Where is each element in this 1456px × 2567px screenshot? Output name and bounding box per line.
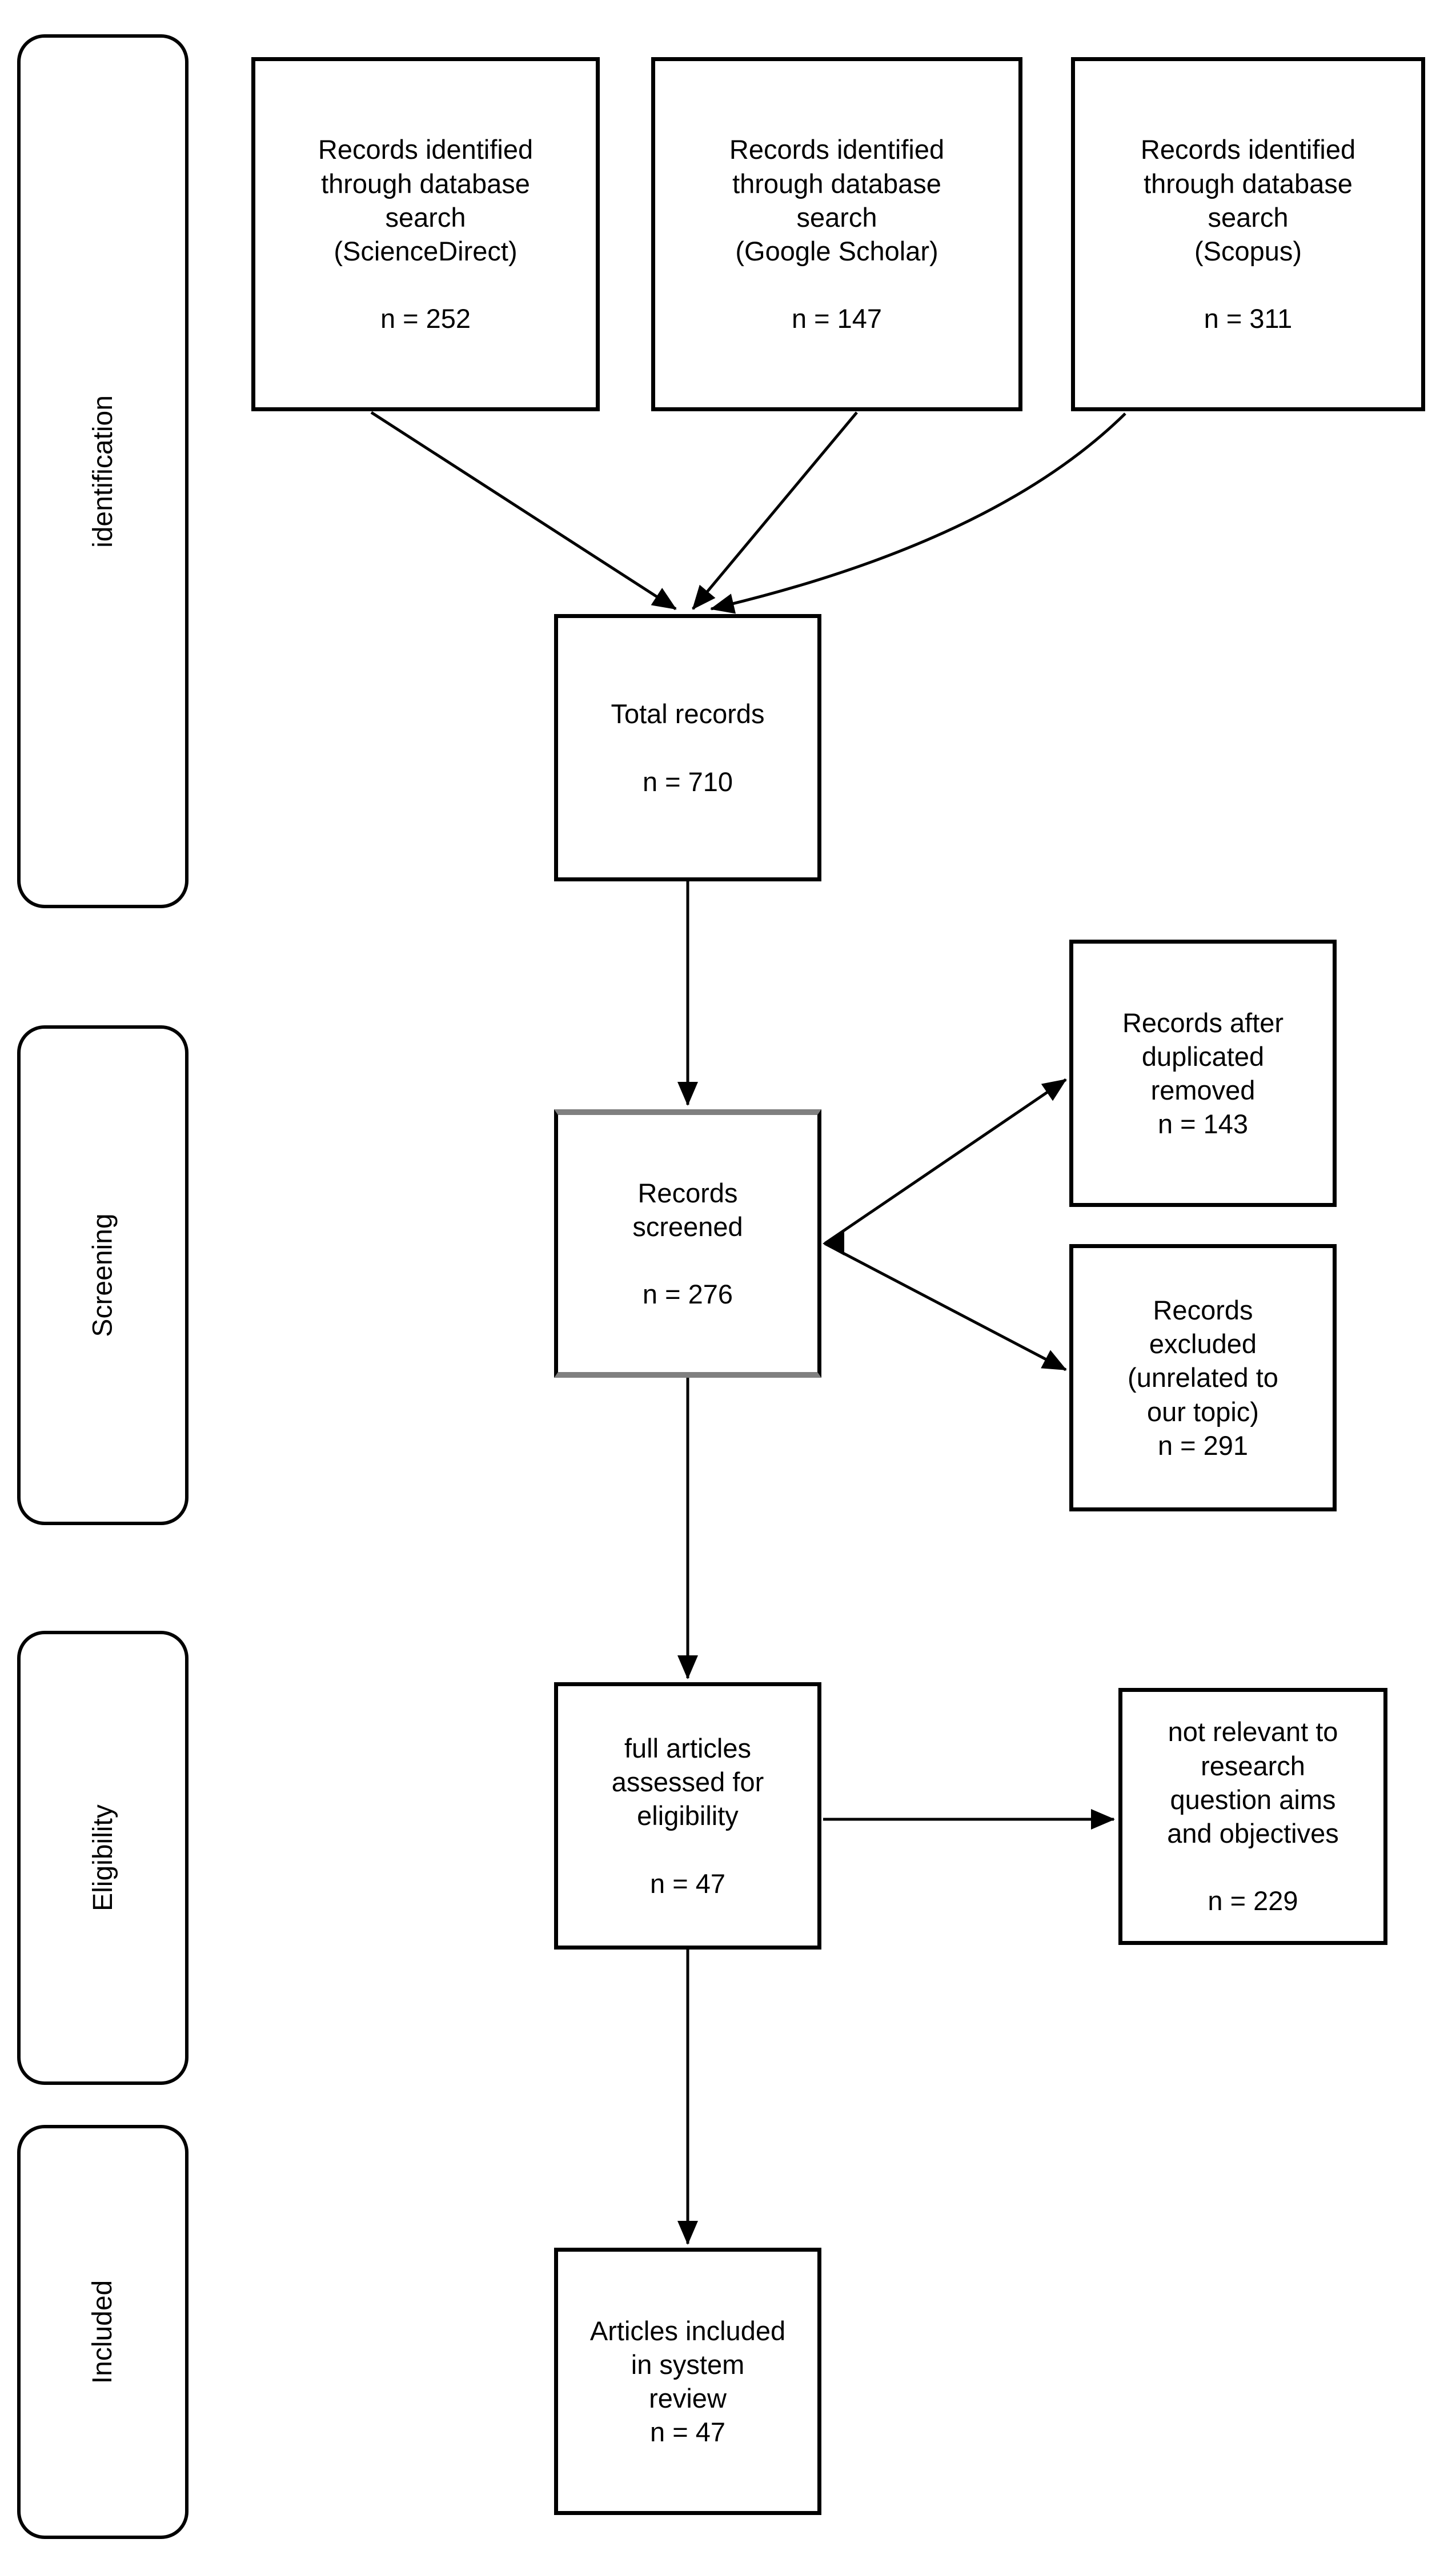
arrow-screened-to-duplicates [824,1078,1067,1245]
stage-identification-label: identification [87,395,118,548]
stage-identification: identification [17,34,188,908]
node-not-relevant-text: not relevant to research question aims a… [1167,1716,1339,1916]
stage-eligibility: Eligibility [17,1631,188,2085]
arrow-scopus-to-total [710,412,1126,614]
stage-eligibility-label: Eligibility [87,1804,118,1911]
node-articles-included-text: Articles included in system review n = 4… [589,2315,786,2448]
node-records-screened: Records screened n = 276 [554,1109,821,1378]
node-records-identified-sciencedirect-text: Records identified through database sear… [318,134,534,334]
arrow-googlescholar-to-total [692,411,858,610]
node-records-identified-scopus-text: Records identified through database sear… [1140,134,1356,334]
node-records-after-duplicates-removed: Records after duplicated removed n = 143 [1069,940,1337,1207]
node-records-screened-text: Records screened n = 276 [632,1177,743,1310]
node-records-identified-google-scholar-text: Records identified through database sear… [729,134,945,334]
node-records-excluded-text: Records excluded (unrelated to our topic… [1128,1294,1278,1461]
stage-screening-label: Screening [87,1213,118,1337]
node-records-after-duplicates-removed-text: Records after duplicated removed n = 143 [1122,1007,1284,1140]
stage-included: Included [17,2125,188,2539]
arrowhead-at-screened-edge [823,1232,844,1256]
node-records-excluded: Records excluded (unrelated to our topic… [1069,1244,1337,1511]
stage-included-label: Included [87,2280,118,2384]
node-records-identified-scopus: Records identified through database sear… [1071,57,1425,411]
arrow-screened-to-excluded [824,1242,1067,1371]
node-total-records-text: Total records n = 710 [611,699,765,797]
node-records-identified-google-scholar: Records identified through database sear… [651,57,1022,411]
node-records-identified-sciencedirect: Records identified through database sear… [251,57,600,411]
node-total-records: Total records n = 710 [554,614,821,881]
node-articles-included: Articles included in system review n = 4… [554,2248,821,2515]
arrow-sciencedirect-to-total [370,411,677,611]
stage-screening: Screening [17,1025,188,1525]
node-not-relevant: not relevant to research question aims a… [1118,1688,1387,1945]
node-full-articles-assessed: full articles assessed for eligibility n… [554,1682,821,1950]
node-full-articles-assessed-text: full articles assessed for eligibility n… [611,1732,764,1899]
